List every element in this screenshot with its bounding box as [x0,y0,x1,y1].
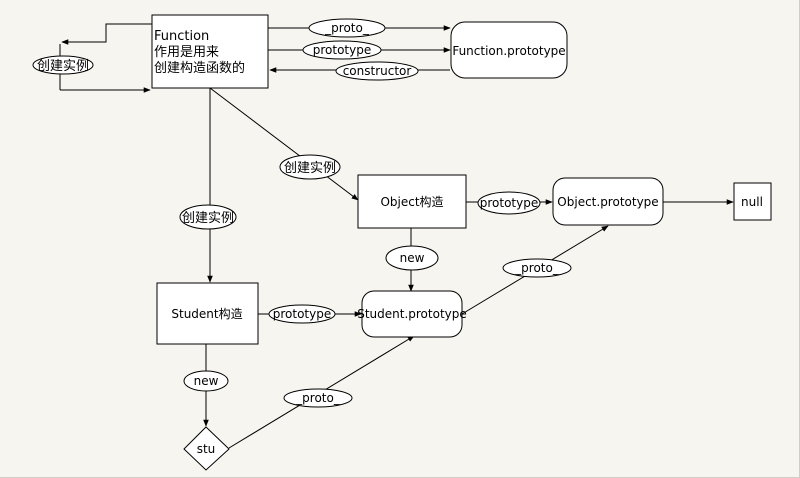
node-stu [183,426,230,471]
node-student-prototype-label: Student.prototype [357,307,467,321]
node-function-line1: Function [154,29,209,44]
label-fn-to-object: 创建实例 [284,161,336,176]
node-object-constructor [357,174,467,229]
label-fn-proto: _proto_ [324,21,370,35]
node-function [151,14,269,89]
label-fn-prototype-bg [302,40,382,60]
label-student-prototype-bg [268,304,336,324]
label-object-prototype: prototype [480,196,538,210]
label-fn-constructor-bg [335,61,419,81]
label-fn-prototype: prototype [313,43,371,57]
label-self-loop: 创建实例 [37,59,89,74]
label-studentproto-objectproto: _proto_ [514,261,560,275]
node-object-prototype-label: Object.prototype [557,195,658,209]
node-function-line2: 作用是用来 [154,45,219,60]
node-null [733,182,772,221]
label-fn-to-student: 创建实例 [182,211,234,226]
edge-function-self-loop [61,23,152,45]
label-student-prototype: prototype [273,307,331,321]
label-object-new-bg [385,245,439,271]
label-stu-proto-bg [283,388,353,408]
node-function-line3: 创建构造函数的 [154,60,245,76]
label-object-new: new [400,251,425,265]
node-function-prototype-label: Function.prototype [452,44,565,58]
node-student-prototype [361,290,463,338]
label-fn-to-object-bg [279,154,341,180]
node-stu-label: stu [197,442,216,456]
label-student-new-bg [183,370,229,392]
node-student-constructor [156,282,259,345]
label-object-prototype-bg [477,191,541,215]
node-student-constructor-label: Student构造 [171,306,242,321]
edge-function-to-object [209,87,359,201]
label-fn-constructor: constructor [343,64,412,78]
node-null-label: null [741,195,763,209]
node-function-prototype [450,21,568,79]
label-fn-to-student-bg [179,204,237,230]
label-studentproto-objectproto-bg [502,258,572,278]
label-fn-proto-bg [308,18,386,38]
node-object-prototype [552,177,664,226]
label-stu-proto: _proto_ [295,391,341,405]
label-student-new: new [194,374,219,388]
label-self-loop-bg [32,55,94,75]
node-object-constructor-label: Object构造 [380,194,443,209]
